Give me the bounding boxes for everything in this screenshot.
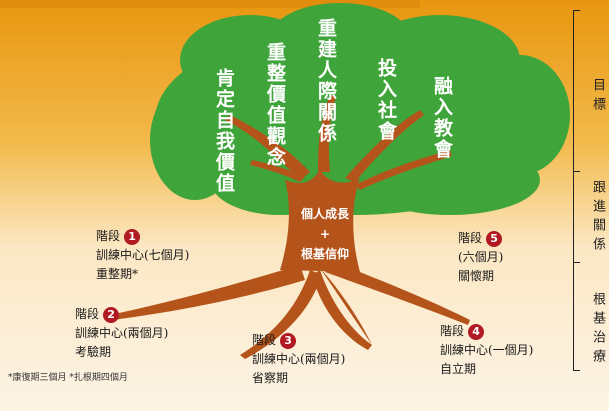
core-line-3: 根基信仰: [300, 247, 349, 261]
stage-number-badge: 2: [103, 306, 120, 323]
trunk: [225, 95, 452, 272]
title-strip: [0, 0, 420, 8]
stage-label: 階段: [252, 333, 277, 347]
side-label-follow-up: 跟進關係: [590, 180, 605, 256]
stage-phase: 考驗期: [75, 345, 112, 359]
roots: [110, 260, 470, 359]
core-line-1: 個人成長: [300, 207, 349, 221]
stage-label: 階段: [96, 229, 121, 243]
bracket-root-treatment: [573, 262, 580, 371]
core-line-2: +: [319, 227, 331, 241]
stage-detail: 訓練中心(兩個月): [75, 326, 169, 340]
goal-rebuild-relationships: 重建人際關係: [315, 18, 337, 144]
stage-detail: 訓練中心(一個月): [440, 343, 534, 357]
stage-phase: 關懷期: [458, 269, 495, 283]
stage-detail: (六個月): [458, 250, 504, 264]
side-label-root-treatment: 根基治療: [590, 292, 605, 368]
stage-number-badge: 4: [468, 323, 485, 340]
canopy: [150, 3, 570, 215]
goal-affirm-self-worth: 肯定自我價值: [213, 68, 235, 194]
bracket-follow-up: [573, 170, 580, 263]
bracket-goals: [573, 10, 580, 172]
stage-phase: 省察期: [252, 371, 289, 385]
stage-number-badge: 1: [124, 228, 141, 245]
stage-detail: 訓練中心(兩個月): [252, 352, 346, 366]
stage-phase: 自立期: [440, 362, 477, 376]
stage-label: 階段: [75, 307, 100, 321]
stage-label: 階段: [458, 231, 483, 245]
stage-detail: 訓練中心(七個月): [96, 248, 190, 262]
side-label-goals: 目標: [590, 78, 605, 116]
trunk-core-text: 個人成長 + 根基信仰: [290, 204, 360, 264]
goal-join-church: 融入教會: [431, 76, 453, 160]
stage-phase: 重整期*: [96, 267, 139, 281]
goal-join-society: 投入社會: [375, 58, 397, 142]
stage-number-badge: 5: [486, 230, 503, 247]
goal-rebuild-values: 重整價值觀念: [264, 42, 286, 168]
footnote: *康復期三個月 *扎根期四個月: [8, 373, 128, 383]
stage-number-badge: 3: [280, 332, 297, 349]
stage-label: 階段: [440, 324, 465, 338]
